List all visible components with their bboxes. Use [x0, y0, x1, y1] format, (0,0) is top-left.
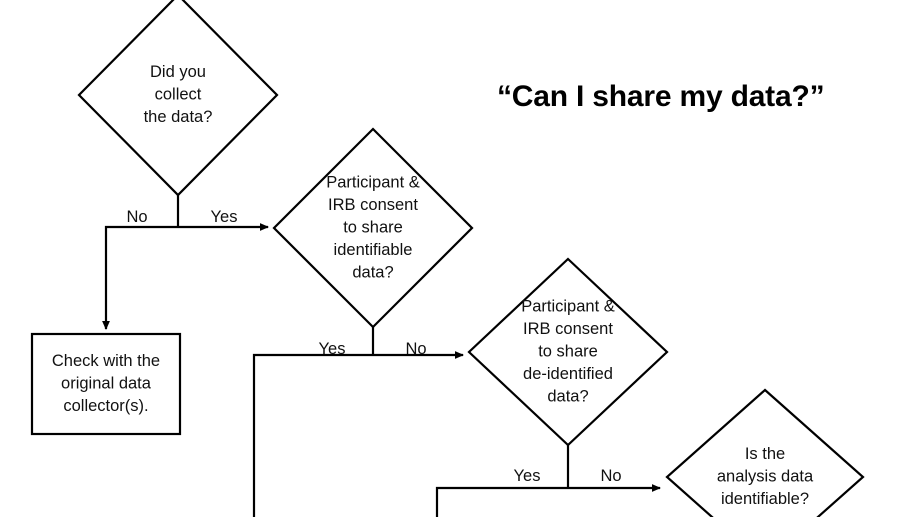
edge-label-d2-no: No	[405, 340, 426, 358]
node-analysis-identifiable[interactable]: Is the analysis data identifiable?	[665, 388, 865, 517]
node-label: analysis data	[717, 467, 814, 485]
node-did-you-collect[interactable]: Did you collect the data?	[77, 0, 279, 197]
edge-label-d3-yes: Yes	[514, 467, 541, 485]
node-label: the data?	[144, 108, 213, 126]
node-shape-diamond	[467, 257, 669, 447]
node-shape-rect	[30, 332, 182, 436]
edge-label-d1-no: No	[126, 208, 147, 226]
node-label: collector(s).	[63, 397, 148, 415]
node-label: Is the	[745, 445, 785, 463]
node-label: data?	[352, 263, 393, 281]
node-consent-deidentified[interactable]: Participant & IRB consent to share de-ident…	[467, 257, 669, 447]
node-label: to share	[343, 218, 403, 236]
node-label: IRB consent	[328, 196, 418, 214]
node-check-original-collectors[interactable]: Check with the original data collector(s).	[30, 332, 182, 436]
node-label: collect	[155, 85, 202, 103]
node-label: de-identified	[523, 365, 613, 383]
node-consent-identifiable[interactable]: Participant & IRB consent to share identifi…	[272, 127, 474, 329]
page-title: “Can I share my data?”	[497, 80, 825, 113]
node-label: Check with the	[52, 352, 160, 370]
node-label: Participant &	[521, 297, 615, 315]
node-label: original data	[61, 374, 152, 392]
node-label: Participant &	[326, 173, 420, 191]
node-label: to share	[538, 342, 598, 360]
node-label: identifiable?	[721, 490, 809, 508]
edge-label-d3-no: No	[600, 467, 621, 485]
connector-d3-yes-down	[435, 486, 568, 517]
edge-label-d1-yes: Yes	[211, 208, 238, 226]
node-label: data?	[547, 387, 588, 405]
node-label: identifiable	[334, 241, 413, 259]
connectors-layer	[102, 195, 661, 517]
node-label: IRB consent	[523, 320, 613, 338]
connector-d1-no-to-box	[102, 225, 178, 330]
node-shape-diamond	[77, 0, 279, 197]
node-shape-diamond	[665, 388, 865, 517]
connector-d2-yes-down	[252, 353, 373, 517]
edge-label-d2-yes: Yes	[319, 340, 346, 358]
node-shape-diamond	[272, 127, 474, 329]
node-label: Did you	[150, 63, 206, 81]
nodes-layer: Did you collect the data? Participant & IRB …	[30, 0, 865, 517]
